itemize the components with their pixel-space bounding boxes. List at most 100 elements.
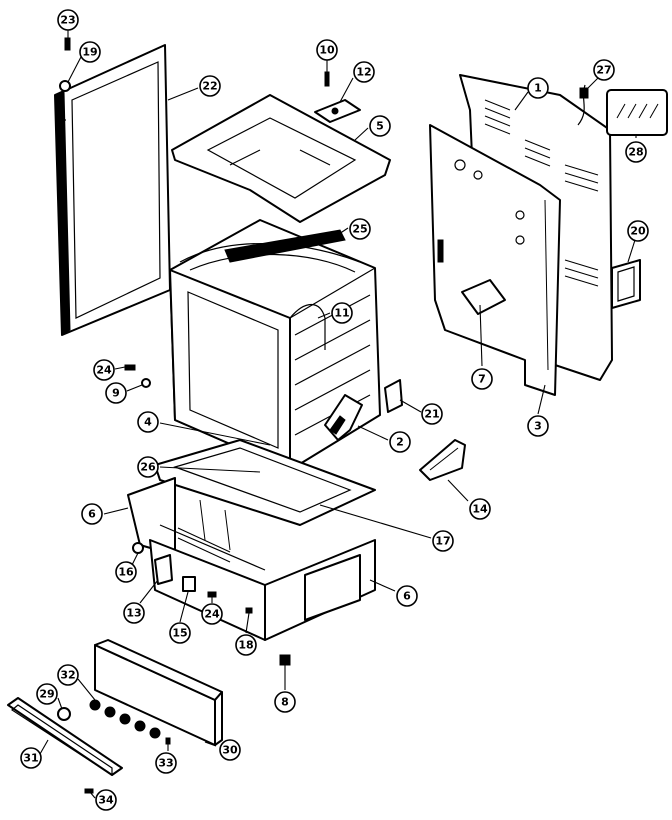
svg-text:11: 11 xyxy=(334,307,349,320)
part-nut-9 xyxy=(141,378,151,388)
callout-6-right: 6 xyxy=(396,585,418,607)
svg-text:22: 22 xyxy=(202,80,217,93)
callout-31: 31 xyxy=(20,747,42,769)
svg-text:7: 7 xyxy=(478,373,486,386)
part-rear-panel-inner xyxy=(429,124,561,396)
callout-15: 15 xyxy=(169,622,191,644)
callout-5: 5 xyxy=(369,115,391,137)
callout-17: 17 xyxy=(432,530,454,552)
svg-text:29: 29 xyxy=(39,688,54,701)
svg-text:6: 6 xyxy=(403,590,411,603)
callout-29: 29 xyxy=(36,683,58,705)
svg-text:31: 31 xyxy=(23,752,38,765)
callout-3: 3 xyxy=(527,415,549,437)
callout-6-left: 6 xyxy=(81,503,103,525)
part-screw-33 xyxy=(165,737,171,745)
svg-text:33: 33 xyxy=(158,757,173,770)
callout-2: 2 xyxy=(389,431,411,453)
svg-text:19: 19 xyxy=(82,46,97,59)
svg-text:8: 8 xyxy=(281,696,289,709)
callout-10: 10 xyxy=(316,39,338,61)
part-cover-20 xyxy=(611,259,641,309)
svg-text:26: 26 xyxy=(140,461,156,474)
svg-text:34: 34 xyxy=(98,794,114,807)
svg-text:5: 5 xyxy=(376,120,384,133)
callout-30: 30 xyxy=(219,739,241,761)
callout-32: 32 xyxy=(57,664,79,686)
part-door-frame xyxy=(54,44,171,336)
callout-8: 8 xyxy=(274,691,296,713)
svg-text:6: 6 xyxy=(88,508,96,521)
svg-text:14: 14 xyxy=(472,503,488,516)
svg-text:12: 12 xyxy=(356,66,371,79)
callout-25: 25 xyxy=(349,218,371,240)
svg-text:9: 9 xyxy=(112,387,120,400)
part-screw-34 xyxy=(84,788,94,794)
callout-19: 19 xyxy=(79,41,101,63)
svg-text:2: 2 xyxy=(396,436,404,449)
part-hinge-19 xyxy=(59,80,71,92)
callout-7: 7 xyxy=(471,368,493,390)
callout-34: 34 xyxy=(95,789,117,811)
callout-16: 16 xyxy=(115,561,137,583)
part-screw-23 xyxy=(64,37,71,51)
svg-text:10: 10 xyxy=(319,44,335,57)
svg-text:24: 24 xyxy=(204,608,220,621)
callout-23: 23 xyxy=(57,9,79,31)
part-wire-27 xyxy=(577,84,589,126)
callout-18: 18 xyxy=(235,634,257,656)
callout-20: 20 xyxy=(627,220,649,242)
part-screw-24b xyxy=(207,591,217,598)
callout-33: 33 xyxy=(155,752,177,774)
svg-text:18: 18 xyxy=(238,639,253,652)
callout-1: 1 xyxy=(527,77,549,99)
part-gasket-11 xyxy=(289,303,326,350)
callout-13: 13 xyxy=(123,602,145,624)
part-bracket-13 xyxy=(154,554,173,585)
part-knob-29 xyxy=(57,707,71,721)
part-screw-18 xyxy=(245,607,253,614)
svg-text:24: 24 xyxy=(96,364,112,377)
part-switches-32 xyxy=(89,699,161,739)
svg-text:1: 1 xyxy=(534,82,542,95)
svg-text:13: 13 xyxy=(126,607,141,620)
svg-text:4: 4 xyxy=(144,416,152,429)
leader-lines xyxy=(39,30,637,799)
part-control-housing-30 xyxy=(94,639,223,746)
svg-text:27: 27 xyxy=(596,64,611,77)
svg-text:25: 25 xyxy=(352,223,367,236)
part-clip-15 xyxy=(182,576,196,592)
part-oven-cavity xyxy=(169,219,381,471)
svg-text:32: 32 xyxy=(60,669,75,682)
part-screw-10 xyxy=(324,71,330,87)
svg-text:23: 23 xyxy=(60,14,75,27)
part-bottom-panel xyxy=(154,439,376,526)
callout-21: 21 xyxy=(421,403,443,425)
callout-24-upper: 24 xyxy=(93,359,115,381)
part-leveler-8 xyxy=(279,654,291,690)
callout-27: 27 xyxy=(593,59,615,81)
part-bracket-14 xyxy=(419,439,466,481)
callout-11: 11 xyxy=(331,302,353,324)
part-screw-24a xyxy=(124,364,136,371)
svg-text:30: 30 xyxy=(222,744,238,757)
part-terminal-block-28 xyxy=(606,89,668,136)
part-trim-31 xyxy=(7,697,123,777)
callout-28: 28 xyxy=(625,141,647,163)
svg-text:21: 21 xyxy=(424,408,439,421)
svg-text:15: 15 xyxy=(172,627,187,640)
callout-26: 26 xyxy=(137,456,159,478)
part-top-panel xyxy=(171,94,391,223)
callout-12: 12 xyxy=(353,61,375,83)
part-bracket-21 xyxy=(384,379,403,413)
part-latch-2 xyxy=(324,394,363,441)
part-foot-16 xyxy=(132,542,144,554)
callout-22: 22 xyxy=(199,75,221,97)
callout-9: 9 xyxy=(105,382,127,404)
svg-text:16: 16 xyxy=(118,566,134,579)
callout-4: 4 xyxy=(137,411,159,433)
callout-24-lower: 24 xyxy=(201,603,223,625)
svg-text:20: 20 xyxy=(630,225,646,238)
svg-text:3: 3 xyxy=(534,420,542,433)
